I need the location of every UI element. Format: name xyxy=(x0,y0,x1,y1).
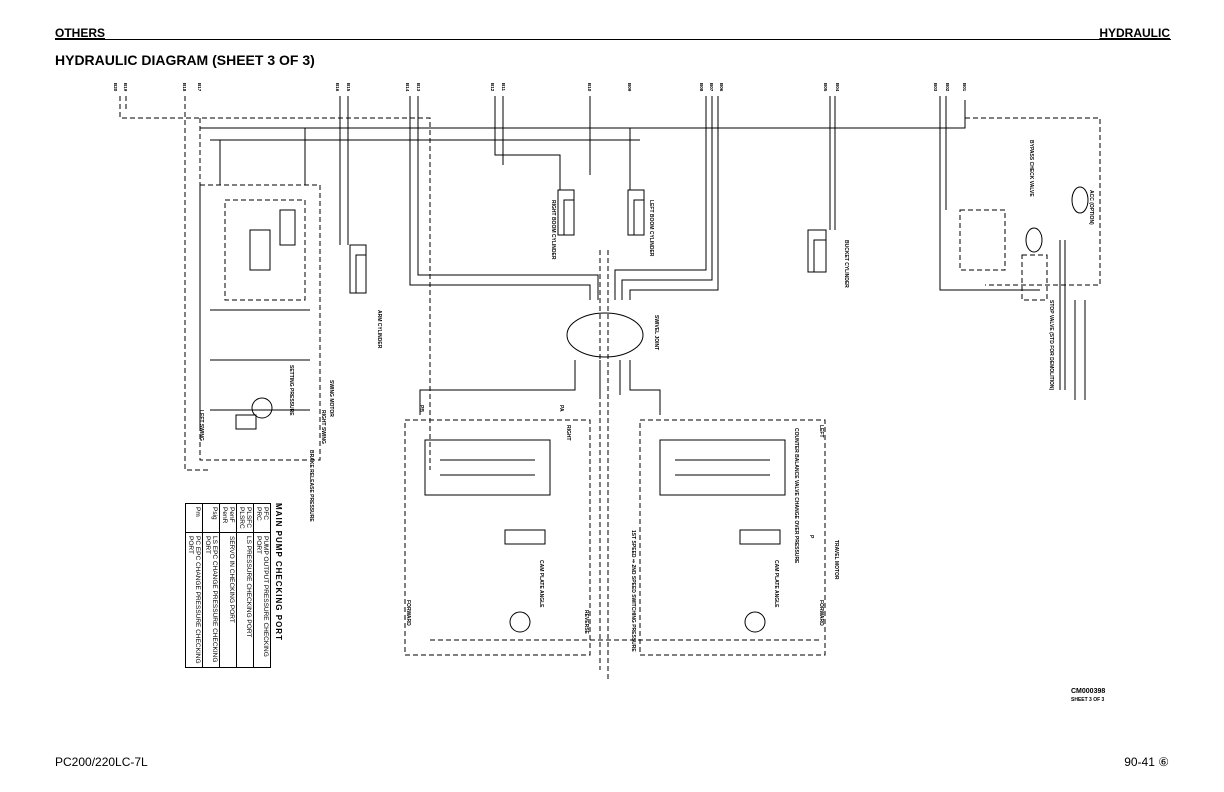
port-labels: B20 B19 B18 B17 B16 B15 B14 B13 B12 B11 B10 B09 B08 B… xyxy=(113,83,967,92)
boom-right-label: RIGHT BOOM CYLINDER xyxy=(550,200,556,260)
cam-plate-label-left: CAM PLATE ANGLE xyxy=(773,560,779,608)
port-desc: LS PRESSURE CHECKING PORT xyxy=(236,532,254,668)
left-boom-cylinder xyxy=(627,189,645,236)
footer-model: PC200/220LC-7L xyxy=(55,755,148,769)
arm-cylinder xyxy=(349,244,367,294)
footer-page: 90-41 ⑥ xyxy=(1124,755,1169,769)
port-label: B03 xyxy=(933,83,938,92)
port-label: B07 xyxy=(709,83,714,92)
pa-label: PA xyxy=(558,405,564,412)
port-key: PenR xyxy=(221,507,228,524)
reverse-label: REVERSE xyxy=(583,610,589,635)
speed-switch-label: 1ST SPEED ⇒ 2ND SPEED SWITCHING PRESSURE xyxy=(630,530,636,652)
brake-release-label: BRAKE RELEASE PRESSURE xyxy=(308,450,314,522)
drawing-code: CM000398 xyxy=(1071,688,1106,695)
port-label: B11 xyxy=(501,83,506,92)
port-key: PLSFC xyxy=(245,507,252,528)
port-desc: LS EPC CHANGE PRESSURE CHECKING PORT xyxy=(202,532,220,668)
port-label: B09 xyxy=(627,83,632,92)
port-key: Pm xyxy=(185,503,203,533)
acc-option-label: ACC (OPTION) xyxy=(1088,190,1094,225)
section-header: OTHERS xyxy=(55,26,106,40)
bucket-cylinder xyxy=(807,229,827,273)
port-label: B06 xyxy=(719,83,724,92)
swivel-joint-label: SWIVEL JOINT xyxy=(653,315,659,350)
p-label: P xyxy=(808,535,814,539)
port-label: B05 xyxy=(823,83,828,92)
travel-motor-right xyxy=(404,419,591,656)
swivel-joint xyxy=(566,312,644,358)
travel-motor-left xyxy=(639,419,826,656)
swing-motor-label: SWING MOTOR xyxy=(328,380,334,417)
port-key: PLSRC xyxy=(238,507,245,529)
boom-left-label: LEFT BOOM CYLINDER xyxy=(648,200,654,257)
drawing-code-block: CM000398 SHEET 3 OF 3 xyxy=(1071,687,1105,705)
port-label: B19 xyxy=(123,83,128,92)
page-title: HYDRAULIC DIAGRAM (SHEET 3 OF 3) xyxy=(55,52,315,68)
right-boom-cylinder xyxy=(557,189,575,236)
forward-label-left: FORWARD xyxy=(818,600,824,626)
port-label: B20 xyxy=(113,83,118,92)
bypass-check-label: BYPASS CHECK VALVE xyxy=(1028,140,1034,197)
sheet-label: SHEET 3 OF 3 xyxy=(1071,697,1105,703)
forward-label-right: FORWARD xyxy=(405,600,411,626)
port-label: B02 xyxy=(945,83,950,92)
swing-motor-block xyxy=(199,184,321,461)
port-label: B14 xyxy=(405,83,410,92)
port-desc: SERVO IN CHECKING PORT xyxy=(219,532,237,668)
port-label: B08 xyxy=(699,83,704,92)
right-label: RIGHT xyxy=(565,425,571,441)
port-label: B15 xyxy=(346,83,351,92)
table-title: MAIN PUMP CHECKING PORT xyxy=(274,503,283,641)
port-label: B17 xyxy=(197,83,202,92)
port-label: B12 xyxy=(490,83,495,92)
left-swing-label: LEFT SWING xyxy=(198,410,204,441)
port-label: B01 xyxy=(962,83,967,92)
page-number: 90-41 xyxy=(1124,755,1155,769)
left-label: LEFT xyxy=(818,425,824,438)
port-label: B04 xyxy=(835,83,840,92)
category-header: HYDRAULIC xyxy=(1099,26,1170,40)
arm-cylinder-label: ARM CYLINDER xyxy=(376,310,382,349)
port-label: B18 xyxy=(182,83,187,92)
port-key: PFC xyxy=(262,507,269,520)
port-desc: PC EPC CHANGE PRESSURE CHECKING PORT xyxy=(185,532,203,668)
port-label: B10 xyxy=(587,83,592,92)
pipe-lines xyxy=(119,96,1101,680)
bucket-cylinder-label: BUCKET CYLINDER xyxy=(843,240,849,288)
port-key: Psig xyxy=(202,503,220,533)
port-label: B13 xyxy=(416,83,421,92)
travel-motor-label: TRAVEL MOTOR xyxy=(833,540,839,580)
acc-block xyxy=(959,186,1089,301)
header-rule xyxy=(55,39,1171,40)
counter-balance-label: COUNTER BALANCE VALVE CHANGE OVER PRESSU… xyxy=(793,428,799,564)
revision-mark: ⑥ xyxy=(1158,755,1169,769)
pb-label: PB xyxy=(418,405,424,412)
stop-valve-label: STOP VALVE (STD FOR DEMOLITION) xyxy=(1048,300,1054,391)
port-key: PRC xyxy=(255,507,262,521)
port-desc: PUMP OUTPUT PRESSURE CHECKING PORT xyxy=(253,532,271,668)
cam-plate-label-right: CAM PLATE ANGLE xyxy=(538,560,544,608)
setting-pressure-label: SETTING PRESSURE xyxy=(288,365,294,416)
port-label: B16 xyxy=(335,83,340,92)
port-key: PenF xyxy=(228,507,235,523)
right-swing-label: RIGHT SWING xyxy=(320,410,326,444)
